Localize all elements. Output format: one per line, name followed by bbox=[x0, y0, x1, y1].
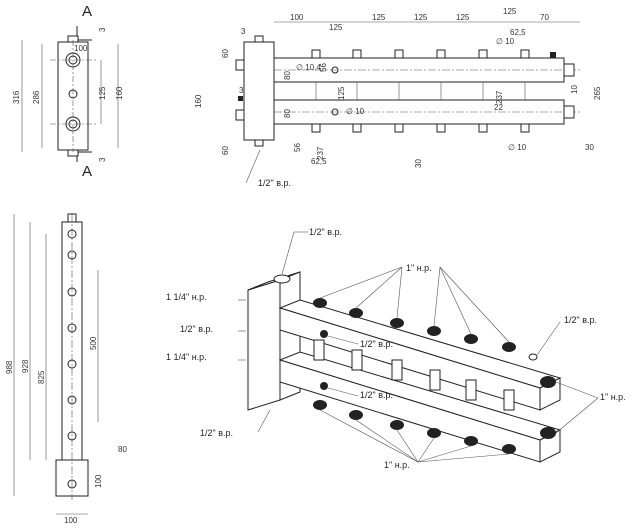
dim-top-62-5: 62,5 bbox=[510, 28, 526, 37]
dim-top-30a: 30 bbox=[585, 143, 594, 152]
iso-label-left-bottom: 1/2" в.р. bbox=[200, 428, 233, 438]
iso-label-lower-outlets: 1" н.р. bbox=[384, 460, 410, 470]
iso-label-top-inlet: 1/2" в.р. bbox=[309, 227, 342, 237]
dim-160-side: 160 bbox=[115, 86, 124, 100]
iso-label-left-mid: 1/2" в.р. bbox=[180, 324, 213, 334]
dim-top-125e: 125 bbox=[503, 7, 517, 16]
dim-top-70: 70 bbox=[540, 13, 549, 22]
dim-100-front-h: 100 bbox=[64, 516, 78, 525]
section-label-bottom: A bbox=[82, 163, 92, 180]
dim-top-80a: 80 bbox=[283, 71, 292, 80]
iso-label-right-ends: 1" н.р. bbox=[600, 392, 626, 402]
dim-80: 80 bbox=[118, 445, 127, 454]
dim-top-22: 22 bbox=[494, 103, 503, 112]
circle-dim-10b: ∅ 10 bbox=[346, 107, 365, 116]
iso-label-left-low: 1 1/4" н.р. bbox=[166, 352, 207, 362]
dim-286: 286 bbox=[32, 90, 41, 104]
dim-top-265: 265 bbox=[593, 86, 602, 100]
iso-label-left-top: 1 1/4" н.р. bbox=[166, 292, 207, 302]
front-view: 988 928 825 500 80 100 100 bbox=[5, 213, 127, 525]
dim-500: 500 bbox=[89, 336, 98, 350]
dim-100-side: 100 bbox=[74, 44, 88, 53]
dim-top-160: 160 bbox=[194, 94, 203, 108]
dim-top-125c: 125 bbox=[414, 13, 428, 22]
circle-dim-10a: ∅ 10 bbox=[496, 37, 515, 46]
top-body bbox=[243, 41, 275, 141]
dim-top-60a: 60 bbox=[221, 49, 230, 58]
dim-988: 988 bbox=[5, 360, 14, 374]
iso-label-mid-upper: 1/2" в.р. bbox=[360, 339, 393, 349]
top-bottom-label: 1/2" в.р. bbox=[258, 178, 291, 188]
dim-top-125b: 125 bbox=[372, 13, 386, 22]
dim-top-56a: 56 bbox=[319, 63, 328, 72]
dim-125-side: 125 bbox=[98, 86, 107, 100]
dim-top-30b: 30 bbox=[414, 159, 423, 168]
dim-928: 928 bbox=[21, 359, 30, 373]
top-view: 100 125 125 125 125 70 125 62,5 60 80 80… bbox=[194, 7, 602, 188]
iso-label-mid-lower: 1/2" в.р. bbox=[360, 390, 393, 400]
dim-top-125d: 125 bbox=[456, 13, 470, 22]
dim-top-62-5b: 62,5 bbox=[311, 157, 327, 166]
dim-top-56b: 56 bbox=[293, 143, 302, 152]
dim-top-100: 100 bbox=[290, 13, 304, 22]
dim-top-10: 10 bbox=[570, 85, 579, 94]
isometric-view: 1/2" в.р. 1 1/4" н.р. 1/2" в.р. 1 1/4" н… bbox=[166, 227, 626, 470]
dim-3-bottom: 3 bbox=[98, 157, 107, 162]
dim-top-125v: 125 bbox=[337, 86, 346, 100]
iso-label-right-top: 1/2" в.р. bbox=[564, 315, 597, 325]
dim-top-3a: 3 bbox=[241, 27, 246, 36]
dim-top-3b: 3 bbox=[239, 86, 244, 95]
dim-top-237b: 237 bbox=[316, 146, 325, 160]
circle-dim-10c: ∅ 10 bbox=[508, 143, 527, 152]
dim-top-60b: 60 bbox=[221, 146, 230, 155]
side-view: A A 316 286 100 125 160 3 3 bbox=[12, 3, 124, 180]
dim-top-80b: 80 bbox=[283, 109, 292, 118]
dim-825: 825 bbox=[37, 370, 46, 384]
dim-3-top: 3 bbox=[98, 27, 107, 32]
iso-label-upper-outlets: 1" н.р. bbox=[406, 263, 432, 273]
dim-top-237a: 237 bbox=[495, 90, 504, 104]
top-outlets bbox=[311, 49, 530, 133]
dim-top-125a: 125 bbox=[329, 23, 343, 32]
circle-dim-10-4: ∅ 10,4 bbox=[296, 63, 321, 72]
dim-100-front-v: 100 bbox=[94, 474, 103, 488]
section-label-top: A bbox=[82, 3, 92, 20]
dim-316: 316 bbox=[12, 90, 21, 104]
